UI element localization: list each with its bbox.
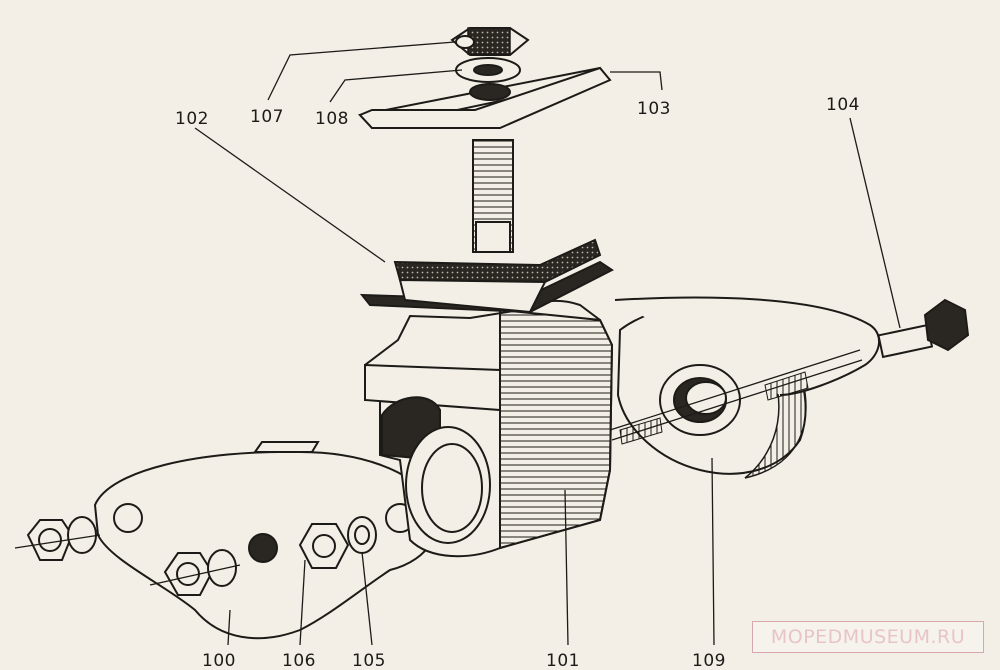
watermark: MOPEDMUSEUM.RU: [752, 621, 984, 653]
callout-101: 101: [546, 651, 580, 670]
nut-106: [298, 523, 350, 569]
callout-109: 109: [692, 651, 726, 670]
nut-left-top: [14, 516, 101, 561]
callout-labels: 107 108 103 102 104 100 106 105 101 109: [175, 95, 860, 670]
leader-lines: [194, 41, 901, 646]
part-102-clamp-jaw: [359, 238, 614, 314]
callout-102: 102: [175, 109, 209, 129]
part-108-washer: [455, 57, 521, 83]
part-101-clamp-body: [364, 299, 614, 558]
threaded-screw: [472, 139, 514, 253]
callout-104: 104: [826, 95, 860, 115]
callout-107: 107: [250, 107, 284, 127]
rod-spring: [619, 371, 809, 445]
part-103-top-plate: [358, 66, 612, 130]
callout-106: 106: [282, 651, 316, 670]
callout-108: 108: [315, 109, 349, 129]
part-104-bolt: [609, 296, 970, 445]
part-100-side-plate: [93, 441, 439, 640]
washer-105: [347, 516, 377, 554]
part-107-nut: [450, 27, 530, 56]
nut-left-bottom: [149, 549, 241, 596]
callout-105: 105: [352, 651, 386, 670]
callout-103: 103: [637, 99, 671, 119]
callout-100: 100: [202, 651, 236, 670]
